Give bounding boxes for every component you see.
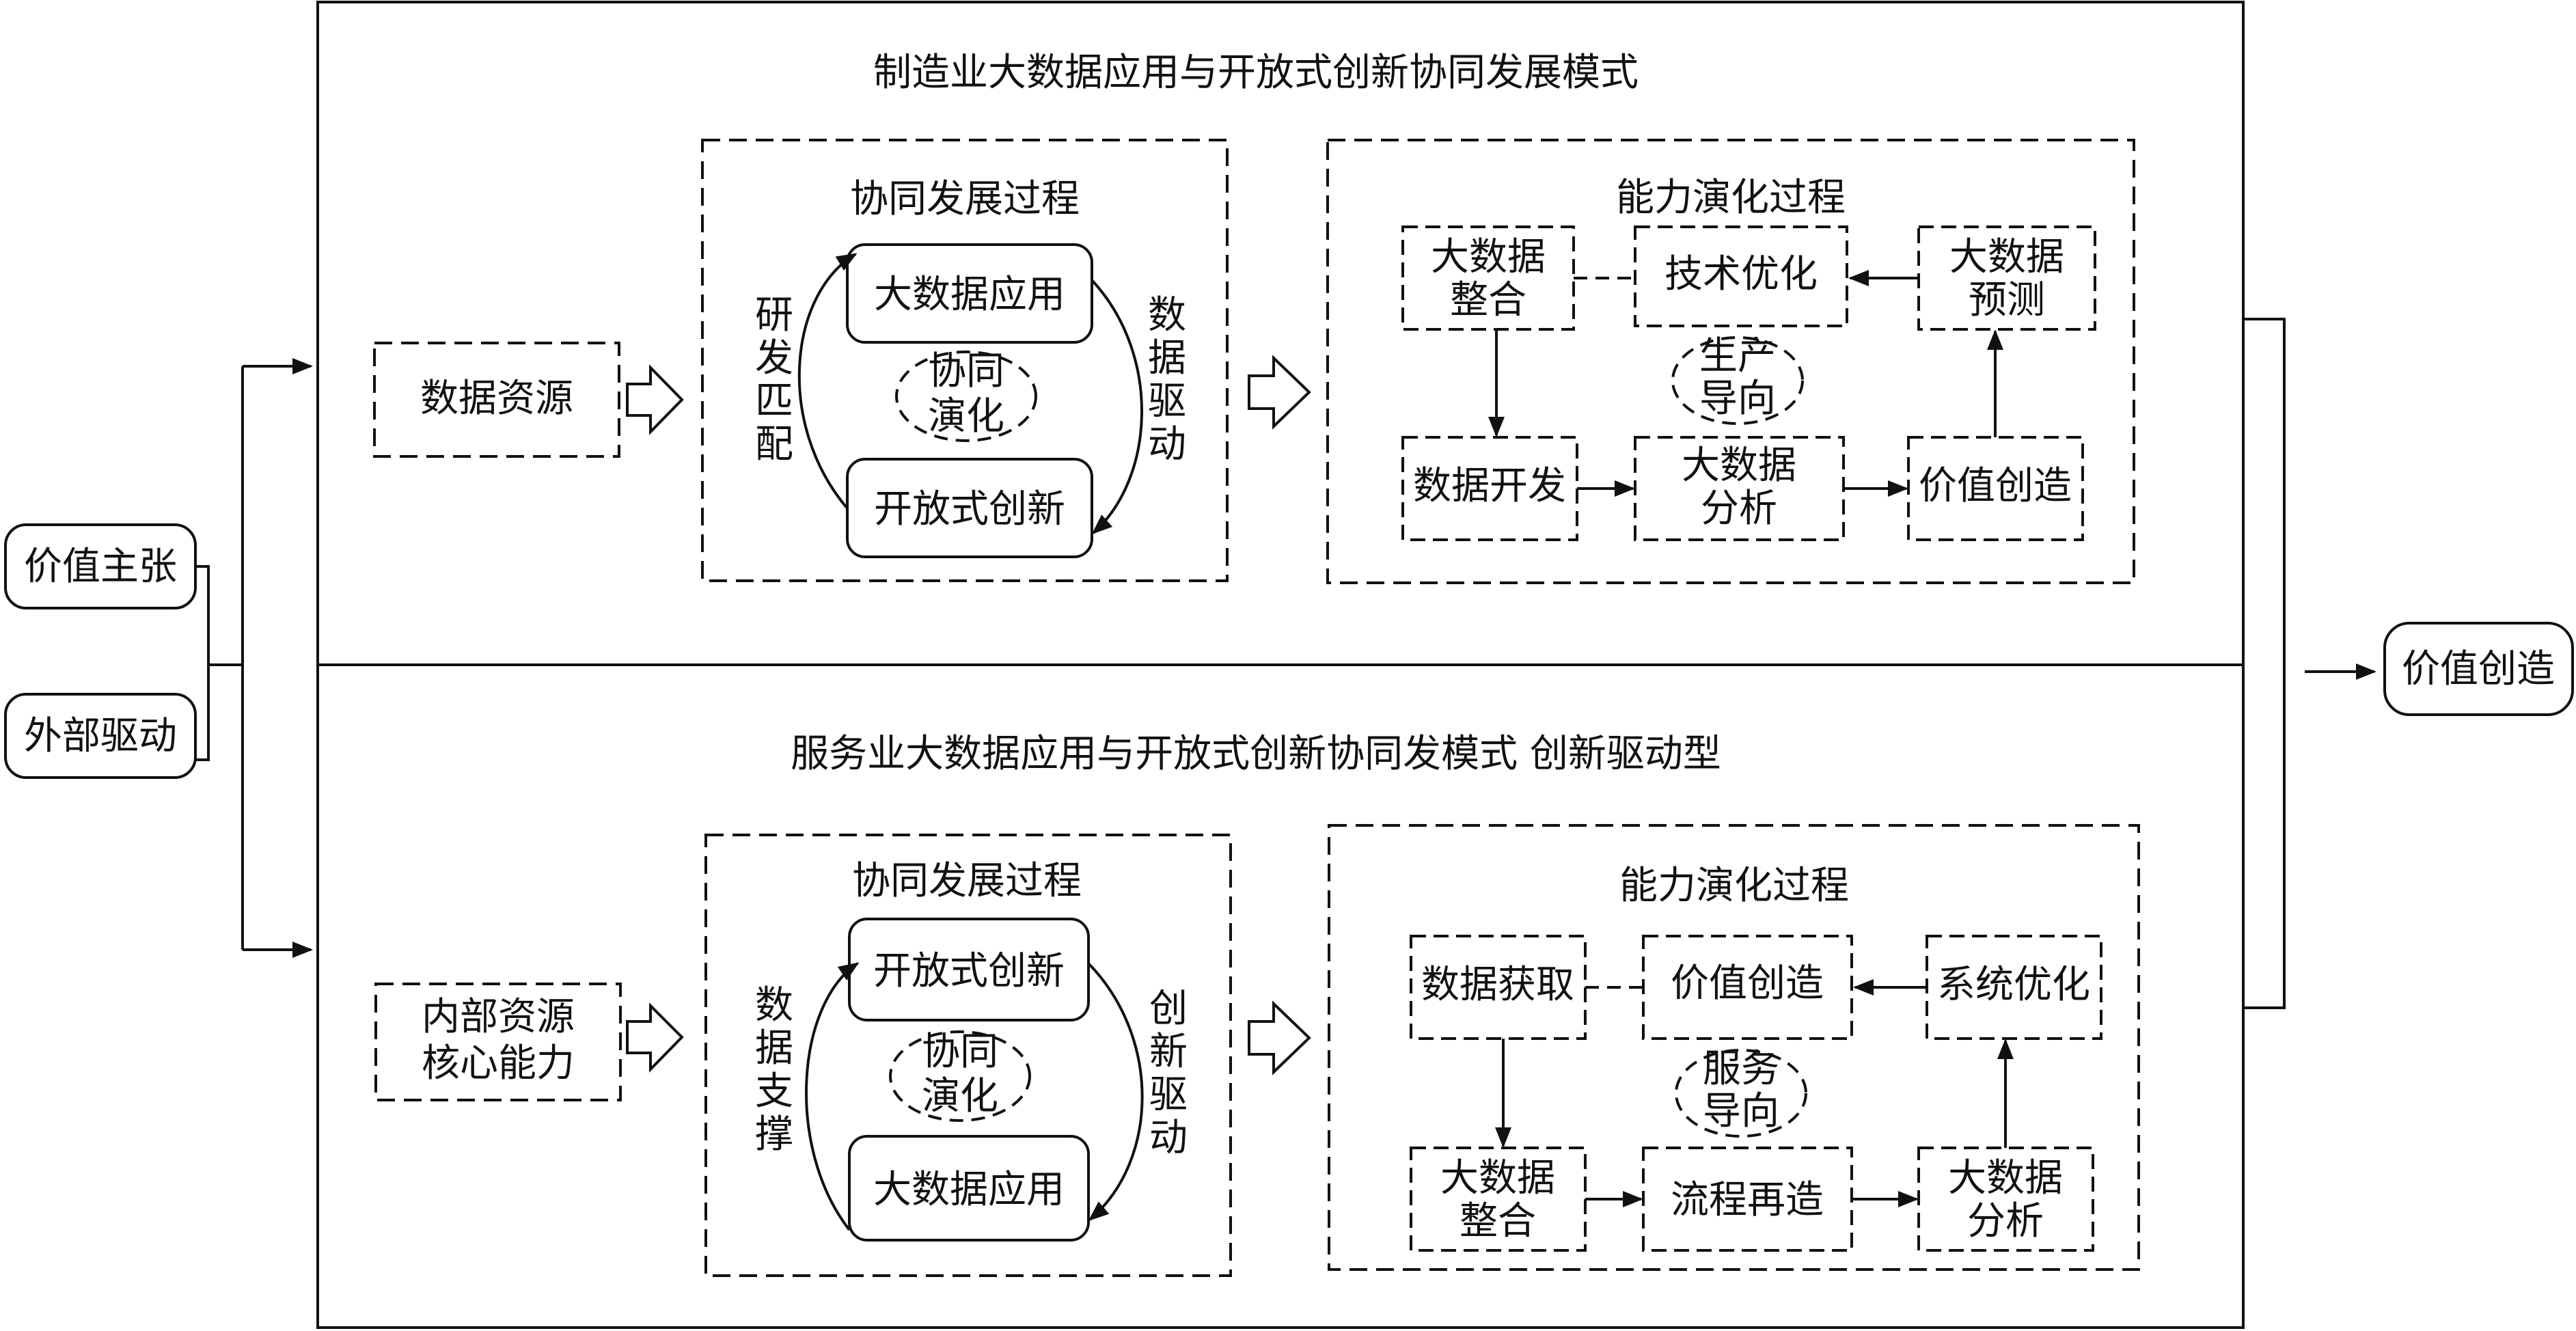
manufacturing-capability-process: 能力演化过程 大数据 整合 技术优化 大数据 预测 生产 导向 数据开发 大数据… (1326, 139, 2135, 584)
service-capability-title: 能力演化过程 (1619, 864, 1849, 908)
svg-text:驱: 驱 (1148, 379, 1186, 424)
manufacturing-synergy-top-label: 大数据应用 (874, 273, 1065, 317)
output-connectors (2243, 318, 2376, 1009)
svg-text:服务: 服务 (1703, 1047, 1779, 1091)
svg-text:匹: 匹 (755, 379, 793, 424)
manufacturing-resource: 数据资源 (373, 342, 620, 458)
svg-text:价值创造: 价值创造 (1671, 961, 1824, 1006)
manufacturing-synergy-ellipse (895, 351, 1037, 442)
svg-text:驱: 驱 (1149, 1073, 1188, 1117)
mfg-node-bigdata-analysis (1634, 436, 1845, 541)
svg-text:创: 创 (1149, 987, 1188, 1031)
mfg-node-bigdata-integration (1401, 225, 1575, 331)
svc-node-system-optimization (1926, 935, 2102, 1040)
svg-text:数: 数 (1148, 293, 1186, 338)
service-resource-line1: 内部资源 (422, 995, 575, 1039)
svg-text:系统优化: 系统优化 (1937, 963, 2090, 1007)
service-synergy-left-label: 数 据 支 撑 (755, 983, 793, 1157)
service-synergy-center-1: 协同 (922, 1030, 998, 1074)
manufacturing-synergy-left-arc (797, 253, 858, 510)
manufacturing-resource-arrow (626, 364, 684, 435)
service-synergy-bottom-label: 大数据应用 (873, 1168, 1065, 1212)
manufacturing-capability-title: 能力演化过程 (1616, 176, 1846, 220)
output-value-creation-label: 价值创造 (2402, 647, 2555, 691)
svg-text:大数据: 大数据 (1440, 1156, 1555, 1200)
svg-text:支: 支 (755, 1069, 793, 1114)
mfg-node-value-creation (1907, 436, 2084, 541)
output-value-creation: 价值创造 (2383, 622, 2574, 716)
service-synergy-top-label: 开放式创新 (873, 949, 1065, 993)
svc-node-bigdata-analysis (1917, 1147, 2094, 1252)
svg-text:研: 研 (755, 293, 793, 338)
svg-text:动: 动 (1148, 422, 1186, 467)
service-synergy-title: 协同发展过程 (852, 859, 1082, 903)
service-resource-arrow (626, 1002, 684, 1073)
svg-text:撑: 撑 (755, 1112, 793, 1157)
svc-service-orientation-ellipse (1675, 1049, 1807, 1138)
service-synergy-right-arc (1087, 962, 1144, 1221)
svg-text:据: 据 (755, 1026, 793, 1071)
svg-text:发: 发 (755, 336, 793, 381)
svc-node-data-acquisition (1410, 935, 1587, 1040)
svg-text:技术优化: 技术优化 (1664, 252, 1818, 297)
service-title: 服务业大数据应用与开放式创新协同发模式 创新驱动型 (791, 732, 1721, 776)
svg-text:数据获取: 数据获取 (1421, 963, 1574, 1007)
input-connectors (195, 358, 313, 958)
svg-text:配: 配 (755, 422, 793, 467)
service-resource-line2: 核心能力 (422, 1041, 575, 1086)
input-value-proposition-label: 价值主张 (24, 545, 177, 589)
svg-text:动: 动 (1149, 1116, 1188, 1160)
svg-text:导向: 导向 (1699, 376, 1776, 421)
manufacturing-synergy-center-1: 协同 (928, 349, 1004, 394)
service-synergy-bottom-box (848, 1135, 1090, 1241)
svg-text:价值创造: 价值创造 (1919, 464, 2072, 508)
svc-node-process-reengineering (1642, 1147, 1853, 1252)
manufacturing-synergy-arrow (1248, 355, 1311, 430)
svg-text:分析: 分析 (1701, 486, 1777, 531)
service-synergy-arrow (1248, 1000, 1311, 1075)
manufacturing-synergy-bottom-label: 开放式创新 (874, 487, 1065, 532)
svg-text:数: 数 (755, 983, 793, 1028)
manufacturing-synergy-right-label: 数 据 驱 动 (1148, 293, 1186, 467)
service-synergy-process: 协同发展过程 开放式创新 协同 演化 大数据应用 数 据 支 撑 创 新 驱 动 (704, 834, 1232, 1277)
svg-text:大数据: 大数据 (1949, 235, 2064, 279)
mfg-node-data-development (1401, 436, 1578, 541)
svg-text:大数据: 大数据 (1948, 1156, 2063, 1200)
svc-node-value-creation (1642, 935, 1853, 1040)
input-value-proposition: 价值主张 (4, 523, 197, 609)
svg-text:据: 据 (1148, 336, 1186, 381)
svg-text:大数据: 大数据 (1682, 443, 1796, 488)
manufacturing-synergy-top-box (846, 243, 1093, 344)
service-resource: 内部资源 核心能力 (374, 983, 622, 1101)
svg-text:导向: 导向 (1703, 1089, 1779, 1134)
svg-text:生产: 生产 (1699, 334, 1776, 379)
svg-text:数据开发: 数据开发 (1413, 464, 1566, 508)
mfg-production-orientation-ellipse (1671, 336, 1804, 425)
manufacturing-resource-label: 数据资源 (420, 376, 573, 421)
svg-text:流程再造: 流程再造 (1671, 1178, 1824, 1222)
svg-text:大数据: 大数据 (1431, 235, 1546, 279)
svg-text:分析: 分析 (1967, 1199, 2044, 1244)
service-synergy-ellipse (889, 1030, 1031, 1122)
svg-text:预测: 预测 (1969, 278, 2045, 323)
service-synergy-left-arc (805, 962, 860, 1231)
svg-text:整合: 整合 (1450, 278, 1526, 323)
service-synergy-center-2: 演化 (922, 1074, 998, 1119)
manufacturing-synergy-left-label: 研 发 匹 配 (755, 293, 793, 467)
svg-text:新: 新 (1149, 1030, 1188, 1074)
mfg-node-tech-optimization (1634, 225, 1848, 327)
input-external-drive-label: 外部驱动 (24, 714, 177, 758)
input-external-drive: 外部驱动 (4, 693, 197, 779)
manufacturing-synergy-title: 协同发展过程 (850, 177, 1080, 221)
service-synergy-right-label: 创 新 驱 动 (1149, 987, 1188, 1160)
manufacturing-synergy-right-arc (1091, 279, 1143, 534)
manufacturing-synergy-process: 协同发展过程 大数据应用 协同 演化 开放式创新 研 发 匹 配 数 据 驱 动 (701, 139, 1229, 582)
svg-text:整合: 整合 (1460, 1199, 1536, 1244)
service-capability-process: 能力演化过程 数据获取 价值创造 系统优化 服务 导向 大数据 整合 流程再造 … (1328, 824, 2140, 1271)
manufacturing-synergy-center-2: 演化 (928, 394, 1004, 439)
manufacturing-title: 制造业大数据应用与开放式创新协同发展模式 (873, 51, 1639, 95)
